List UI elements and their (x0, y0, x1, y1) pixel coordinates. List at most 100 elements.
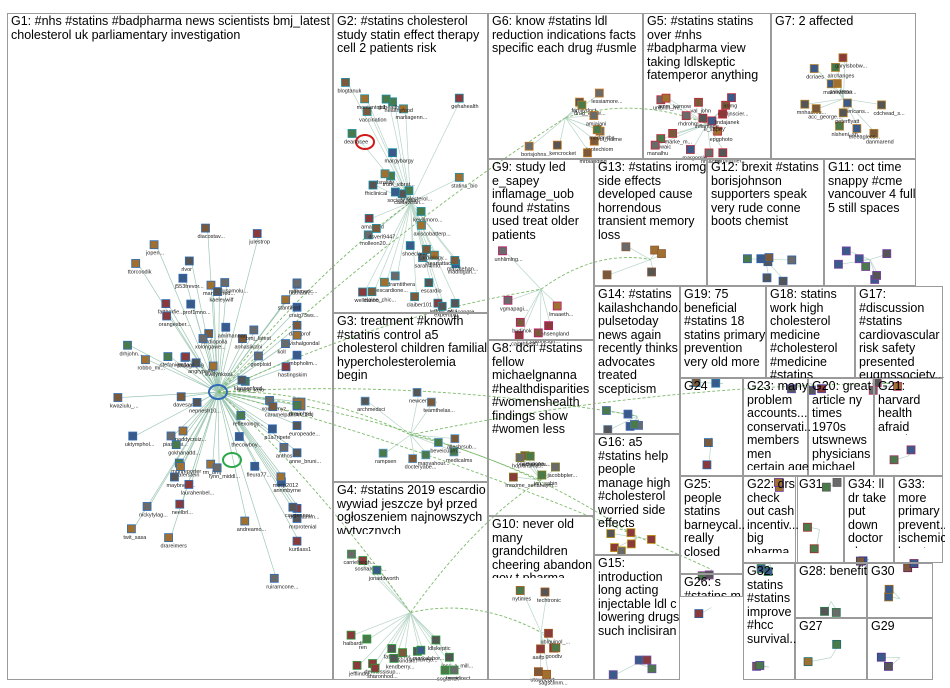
node[interactable]: blogtanuk (337, 78, 362, 94)
node[interactable] (711, 378, 721, 388)
node[interactable]: anthos (276, 443, 293, 459)
node[interactable]: carrieheigh... (343, 549, 376, 566)
node[interactable]: allesbrsub... (447, 434, 477, 451)
node[interactable] (606, 529, 616, 538)
node[interactable]: rsithmenc... (289, 278, 318, 295)
node[interactable]: peterflyatt (835, 108, 860, 125)
node[interactable]: robbo_mi... (137, 355, 165, 372)
node[interactable]: statins_bio (451, 172, 478, 189)
node[interactable] (831, 608, 841, 617)
node[interactable]: geoploid (250, 351, 271, 368)
node[interactable] (787, 384, 796, 394)
node[interactable]: jopen... (145, 240, 165, 257)
node[interactable]: julestrop (248, 229, 270, 246)
node[interactable]: gehahealth (451, 93, 479, 110)
node[interactable]: craig73ws... (289, 302, 319, 319)
node[interactable]: dsverl9447 (368, 224, 395, 240)
node[interactable]: annaslivani (234, 334, 262, 351)
node[interactable]: bmj_latest (246, 325, 272, 342)
node[interactable]: sagsclinm... (539, 669, 569, 686)
node[interactable]: americans... (839, 98, 870, 115)
node[interactable]: stefaniem1... (160, 352, 192, 369)
node[interactable] (743, 254, 752, 264)
node[interactable]: chronicigh... (530, 328, 560, 345)
node[interactable] (704, 438, 713, 448)
node[interactable]: manvahour... (418, 450, 450, 467)
node[interactable]: klassenford... (234, 375, 267, 392)
node[interactable]: cardiopolla (201, 329, 229, 346)
node[interactable]: p1a7ripete (264, 424, 290, 441)
node[interactable]: archmedsci (357, 396, 385, 413)
node[interactable]: techtronic (537, 587, 561, 604)
node[interactable]: jan_sabin (533, 470, 558, 487)
node[interactable]: maxime_sehahaym... (505, 472, 558, 489)
node[interactable]: europeade... (289, 421, 320, 438)
node[interactable]: amirhannan (218, 322, 247, 339)
node[interactable]: twit_sasa (123, 524, 147, 541)
node[interactable] (774, 477, 783, 487)
node[interactable]: andreamo... (237, 516, 267, 533)
node[interactable]: axiscobatterp... (413, 220, 451, 237)
node[interactable]: lynn_middl... (209, 463, 240, 480)
node[interactable]: xolongawe... (195, 334, 226, 351)
node[interactable]: drareimers (161, 533, 188, 550)
node[interactable]: society_eas (387, 187, 417, 204)
node[interactable]: aaifp (533, 644, 545, 661)
node[interactable] (803, 522, 812, 532)
node[interactable]: gohealth (378, 94, 399, 111)
node[interactable]: deanacee (344, 129, 368, 145)
node[interactable] (854, 254, 864, 264)
node[interactable]: harmonner... (715, 148, 746, 165)
node[interactable]: kevillmoro... (413, 207, 443, 223)
node[interactable]: teamthelas... (423, 397, 455, 414)
node[interactable] (809, 544, 819, 554)
node[interactable]: sharonhod... (367, 663, 398, 680)
node[interactable]: kurtlass1 (289, 536, 311, 553)
node[interactable]: j553trevor... (174, 273, 204, 290)
node[interactable]: dramtithera (387, 271, 416, 288)
node[interactable]: epgphoto (710, 126, 733, 143)
node[interactable]: margybargy (385, 148, 414, 165)
node[interactable] (602, 406, 611, 415)
node[interactable]: expertipid (434, 301, 458, 318)
node[interactable]: beveicuum... (430, 438, 462, 454)
node[interactable] (694, 609, 704, 618)
node[interactable]: nmachs (701, 148, 721, 165)
node[interactable]: kendberry... (386, 653, 415, 670)
node[interactable] (657, 249, 666, 258)
node[interactable] (889, 455, 899, 465)
node[interactable]: gokhanadd... (168, 440, 200, 457)
node[interactable]: jonaddworth (368, 565, 399, 582)
node[interactable]: amiajani (586, 111, 606, 128)
node[interactable]: wellsanoo... (354, 287, 385, 304)
node[interactable]: manalhu (647, 140, 668, 157)
node[interactable]: escardio (421, 278, 442, 295)
node[interactable]: heartattack... (426, 250, 459, 267)
node[interactable]: fhiclinical (365, 180, 387, 197)
node[interactable]: newcentu... (409, 387, 438, 404)
node[interactable]: haibardi (343, 630, 363, 647)
node[interactable]: amm_karnow (658, 93, 691, 110)
node[interactable]: borisjohns... (521, 141, 551, 158)
node[interactable]: molleon20... (360, 230, 391, 247)
node[interactable]: gkaferstein (172, 462, 199, 479)
node[interactable] (623, 409, 633, 419)
node[interactable]: diacostav... (198, 223, 226, 240)
node[interactable]: iromg (724, 93, 738, 110)
node[interactable]: jefflindor... (348, 660, 374, 677)
node[interactable]: kencrocket (549, 140, 576, 157)
node[interactable]: drhjohn... (120, 340, 143, 357)
node[interactable]: orangesber... (159, 311, 192, 328)
node[interactable]: laurahenbel... (181, 480, 215, 496)
node[interactable]: marke_m... (665, 128, 693, 145)
node[interactable] (884, 661, 893, 671)
node[interactable]: reflexology... (233, 411, 264, 427)
node[interactable] (755, 661, 765, 670)
node[interactable] (861, 262, 871, 271)
node[interactable]: mrprotenial (289, 514, 317, 530)
node[interactable]: ren (359, 634, 372, 651)
node[interactable]: ldlskeptic (428, 635, 451, 652)
node[interactable] (906, 445, 916, 455)
node[interactable]: uktymphol... (125, 431, 155, 448)
node[interactable]: dcriaes (806, 64, 824, 81)
